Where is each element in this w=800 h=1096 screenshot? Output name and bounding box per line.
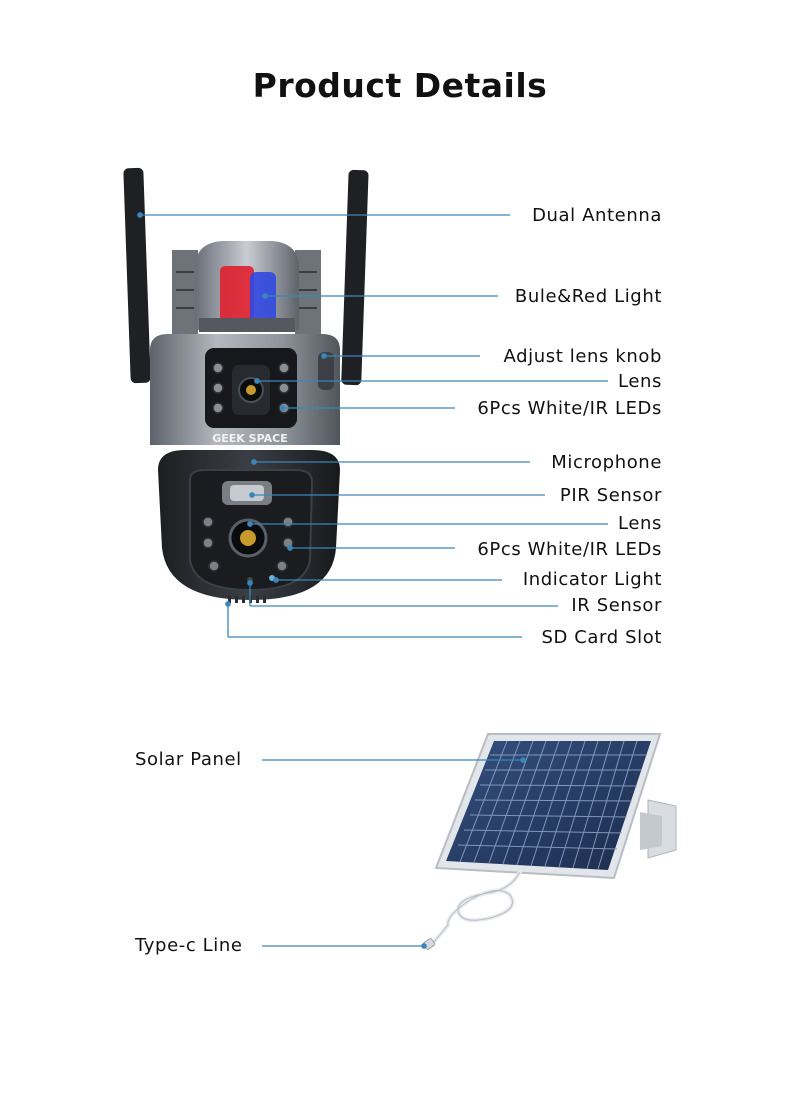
callout-sd-card-slot: SD Card Slot: [541, 627, 662, 648]
callout-pir-sensor: PIR Sensor: [559, 485, 662, 506]
callout-adjust-lens-knob: Adjust lens knob: [503, 346, 662, 367]
callout-indicator-light: Indicator Light: [522, 569, 662, 590]
callout-upper-lens: Lens: [618, 371, 662, 392]
callout-type-c-line: Type-c Line: [135, 935, 243, 956]
antenna-right: [341, 169, 369, 386]
red-light: [220, 266, 254, 322]
callout-blue-red-light: Bule&Red Light: [514, 286, 662, 307]
antenna-left: [123, 167, 151, 384]
callout-dual-antenna: Dual Antenna: [532, 205, 662, 226]
callout-upper-leds: 6Pcs White/IR LEDs: [477, 398, 662, 419]
callout-lower-leds: 6Pcs White/IR LEDs: [477, 539, 662, 560]
callout-microphone: Microphone: [551, 452, 662, 473]
brand-logo: GEEK SPACE: [212, 432, 288, 445]
callout-solar-panel: Solar Panel: [135, 749, 242, 770]
callout-ir-sensor: IR Sensor: [571, 595, 662, 616]
solar-panel-art: [422, 733, 677, 950]
page-title: Product Details: [252, 66, 548, 105]
callout-lower-lens: Lens: [618, 513, 662, 534]
